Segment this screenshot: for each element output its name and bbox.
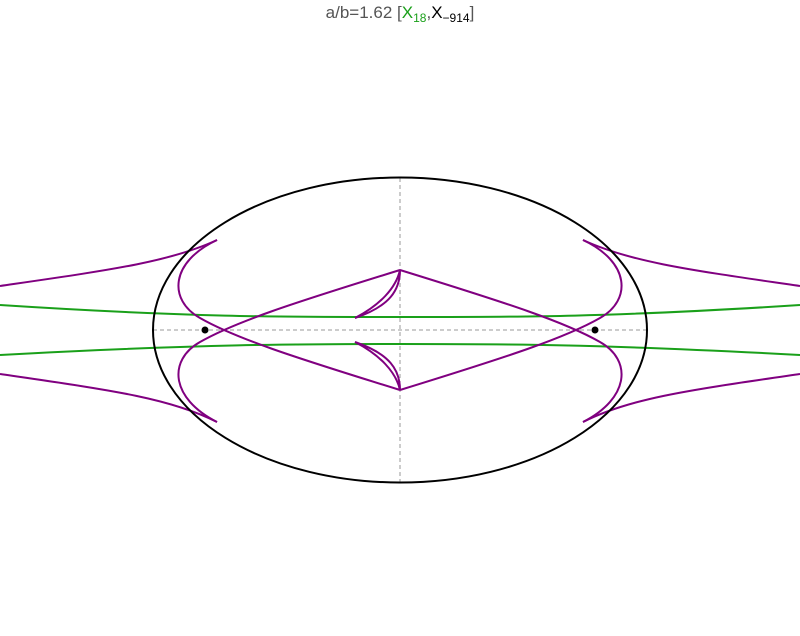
purple-loop-left-upper (177, 239, 401, 391)
diagram-title: a/b=1.62 [X18,X−914] (0, 3, 800, 25)
title-close-bracket: ] (469, 3, 475, 22)
right-focus-dot (591, 326, 599, 334)
green-locus-upper (0, 304, 800, 319)
purple-branch-lower-right (582, 373, 800, 423)
title-x914-subscript: −914 (442, 11, 470, 25)
title-comma: , (426, 3, 432, 22)
ellipse (152, 176, 648, 484)
purple-branch-upper-right (582, 239, 800, 287)
title-x914-symbol: X (431, 3, 443, 22)
left-focus-dot (201, 326, 209, 334)
green-locus-lower (0, 343, 800, 356)
purple-center-cusp-top (354, 269, 401, 319)
purple-center-cusp-bottom (354, 341, 401, 391)
purple-branch-lower-left (0, 373, 218, 423)
title-x18-subscript: 18 (413, 11, 427, 25)
purple-loop-left-lower (177, 269, 401, 423)
purple-loop-right-lower (399, 269, 623, 423)
title-x18-symbol: X (401, 3, 414, 22)
purple-loop-right-upper (399, 239, 623, 391)
purple-branch-upper-left (0, 239, 218, 287)
title-ratio: a/b=1.62 [ (325, 3, 402, 22)
